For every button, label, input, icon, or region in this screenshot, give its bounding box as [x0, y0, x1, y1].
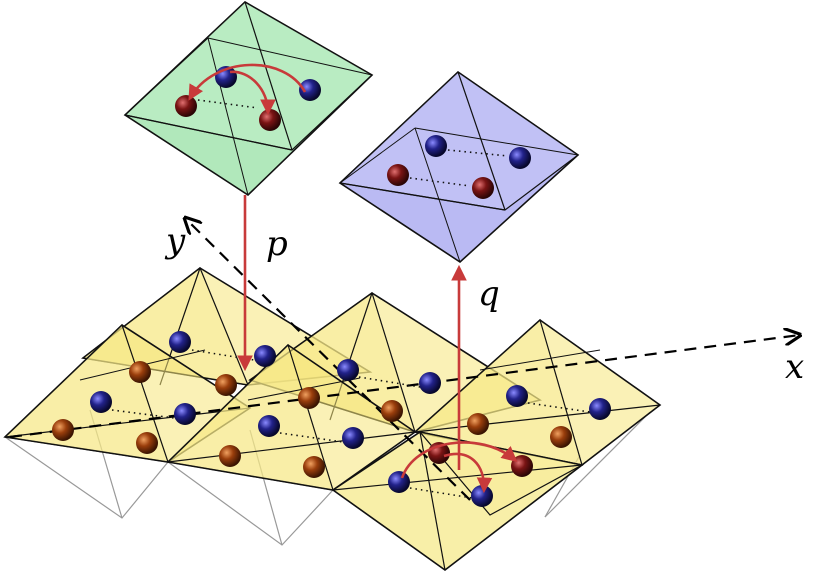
orange-ion: [259, 109, 281, 131]
orange-ion: [298, 387, 320, 409]
blue-ion: [471, 485, 493, 507]
blue-ion: [337, 359, 359, 381]
orange-ion: [215, 374, 237, 396]
orange-ion: [467, 413, 489, 435]
x-axis-label: x: [785, 347, 804, 387]
q-label: q: [478, 274, 500, 314]
lower-hidden-pyramids: [4, 409, 651, 546]
orange-ion: [550, 426, 572, 448]
blue-ion: [254, 345, 276, 367]
blue-ion: [509, 147, 531, 169]
y-axis-label: y: [164, 221, 186, 261]
orange-ion: [303, 456, 325, 478]
green-octahedron: [123, 1, 374, 197]
blue-ion: [90, 391, 112, 413]
blue-ion: [419, 372, 441, 394]
orange-ion: [52, 419, 74, 441]
red-ion: [472, 177, 494, 199]
orange-ion: [219, 445, 241, 467]
orange-ion: [136, 432, 158, 454]
blue-ion: [174, 403, 196, 425]
blue-ion: [169, 331, 191, 353]
base-hop-arrows: [400, 441, 518, 494]
x-axis: [9, 335, 800, 439]
blue-octahedron: [338, 70, 580, 264]
blue-ion: [258, 415, 280, 437]
orange-ion: [129, 361, 151, 383]
orange-ion: [381, 400, 403, 422]
blue-ion: [589, 398, 611, 420]
blue-ion: [299, 79, 321, 101]
red-ion: [387, 164, 409, 186]
blue-ion: [342, 427, 364, 449]
orange-ion: [175, 95, 197, 117]
blue-ion: [506, 385, 528, 407]
p-label: p: [266, 224, 288, 264]
blue-ion: [425, 135, 447, 157]
blue-ion: [388, 471, 410, 493]
base-layer-ions: [52, 331, 611, 507]
